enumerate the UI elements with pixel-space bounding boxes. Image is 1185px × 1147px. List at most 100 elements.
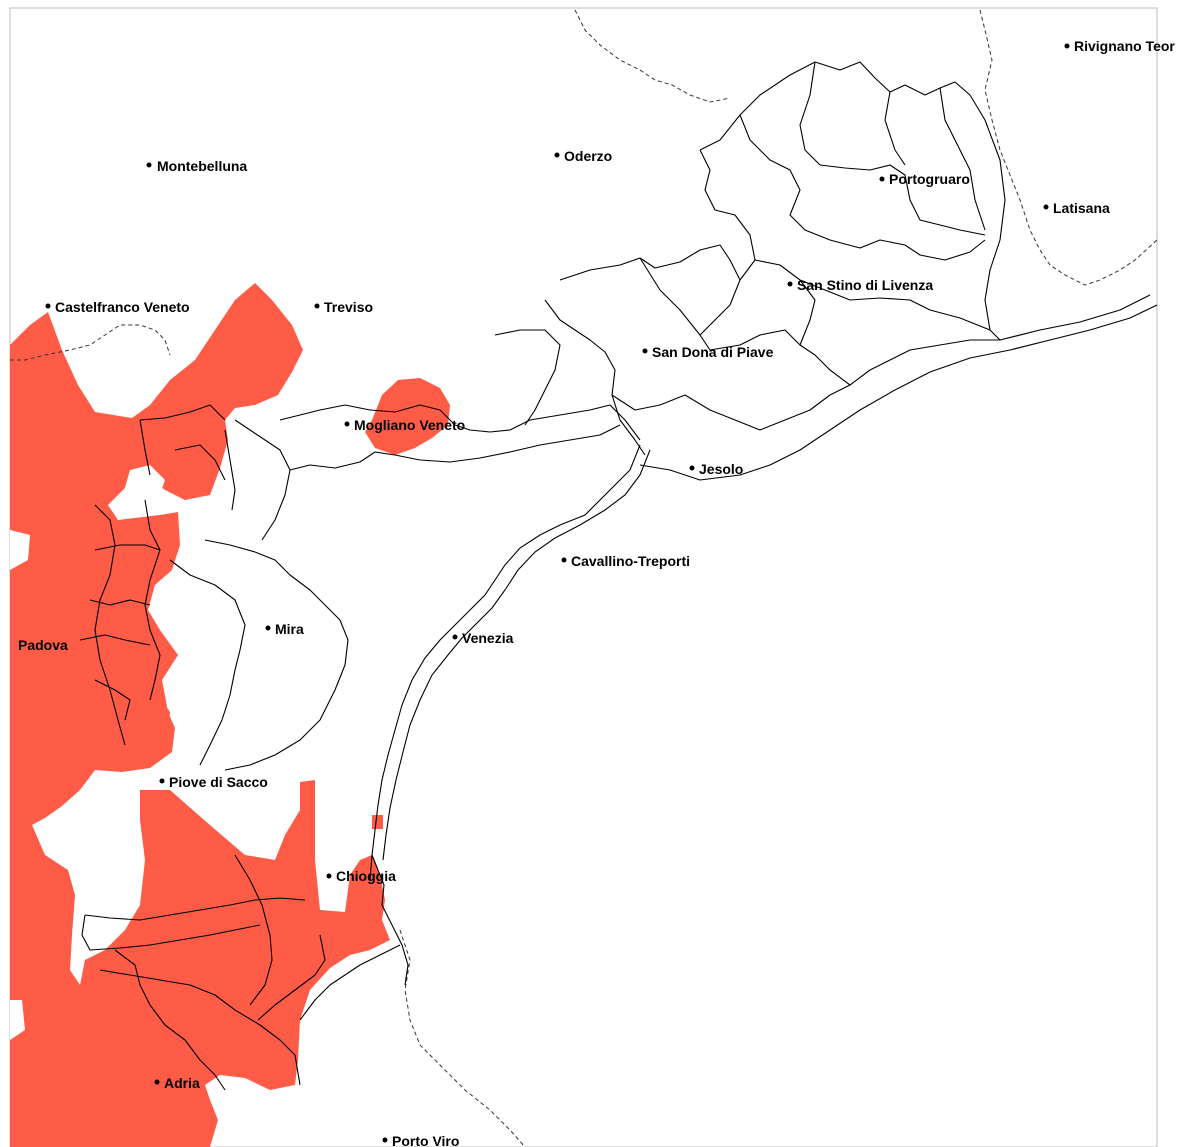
muni-san-dona-2: [544, 299, 646, 456]
coastline: [369, 444, 651, 986]
city-latisana[interactable]: Latisana: [1043, 200, 1111, 216]
city-dot: [159, 778, 165, 784]
border-west: [10, 324, 171, 361]
flood-areas: [10, 283, 450, 1147]
city-castelfranco[interactable]: Castelfranco Veneto: [45, 299, 190, 315]
city-venezia[interactable]: Venezia: [452, 630, 514, 646]
region-border: [10, 9, 1158, 1147]
muni-mira: [204, 539, 349, 771]
city-dot: [146, 162, 152, 168]
city-montebelluna[interactable]: Montebelluna: [146, 158, 248, 174]
border-north: [574, 9, 731, 103]
city-label: Latisana: [1053, 200, 1110, 216]
city-mogliano[interactable]: Mogliano Veneto: [344, 417, 466, 433]
flood-holes: [10, 465, 165, 1040]
city-dot: [314, 303, 320, 309]
city-mira[interactable]: Mira: [265, 621, 305, 637]
city-label: Castelfranco Veneto: [55, 299, 190, 315]
muni-mestre: [289, 424, 621, 471]
muni-mid: [494, 257, 701, 426]
city-dot: [689, 465, 695, 471]
city-portogruaro[interactable]: Portogruaro: [879, 171, 970, 187]
city-label: San Dona di Piave: [652, 344, 774, 360]
muni-mogliano: [279, 404, 641, 441]
city-san-stino[interactable]: San Stino di Livenza: [787, 277, 934, 293]
border-south: [399, 929, 526, 1147]
flood-area-adria-south: [150, 1090, 215, 1147]
flood-hole-adria: [10, 1000, 25, 1040]
muni-portogruaro-area: [699, 61, 1151, 341]
city-dot: [642, 348, 648, 354]
city-dot: [787, 281, 793, 287]
city-dot: [344, 421, 350, 427]
city-porto-viro[interactable]: Porto Viro: [382, 1133, 460, 1147]
city-dot: [561, 557, 567, 563]
coast-chioggia: [371, 854, 409, 986]
muni-west-grid-2: [94, 499, 161, 746]
muni-adria-5: [257, 934, 326, 1021]
city-treviso[interactable]: Treviso: [314, 299, 374, 315]
city-dot: [154, 1079, 160, 1085]
muni-mira-2: [169, 559, 246, 766]
muni-adria: [99, 969, 301, 1086]
muni-lagoon-north: [224, 419, 291, 541]
city-label: Montebelluna: [157, 158, 247, 174]
city-padova[interactable]: Padova: [18, 637, 68, 653]
city-markers: Rivignano Teor Montebelluna Oderzo Porto…: [18, 38, 1175, 1147]
muni-ne-5: [699, 149, 991, 331]
city-oderzo[interactable]: Oderzo: [554, 148, 613, 164]
muni-ne-3: [799, 61, 986, 236]
city-label: Mira: [275, 621, 304, 637]
muni-ne-7: [799, 279, 816, 346]
city-dot: [1064, 43, 1070, 49]
border-northeast: [979, 9, 1158, 286]
coast-cavallino-venezia: [369, 444, 641, 881]
flood-area-west: [10, 283, 390, 1147]
muni-ne-6: [699, 259, 851, 386]
city-dot: [45, 303, 51, 309]
flood-hole-west-edge: [10, 530, 30, 570]
city-label: San Stino di Livenza: [797, 277, 933, 293]
flood-hole-north: [122, 465, 165, 505]
city-chioggia[interactable]: Chioggia: [326, 868, 397, 884]
city-label: Padova: [18, 637, 68, 653]
city-san-dona[interactable]: San Dona di Piave: [642, 344, 774, 360]
flood-area-pellestrina: [372, 815, 383, 829]
city-label: Venezia: [462, 630, 514, 646]
city-label: Adria: [164, 1075, 200, 1091]
municipal-boundaries: [79, 61, 1158, 1091]
muni-jesolo: [611, 339, 1000, 431]
city-label: Portogruaro: [889, 171, 970, 187]
city-dot: [382, 1137, 388, 1143]
city-dot: [1043, 204, 1049, 210]
muni-piove-2: [81, 914, 261, 951]
muni-san-dona: [559, 244, 741, 281]
muni-adria-4: [299, 944, 401, 1021]
city-jesolo[interactable]: Jesolo: [689, 461, 744, 477]
city-label: Oderzo: [564, 148, 612, 164]
city-label: Rivignano Teor: [1074, 38, 1175, 54]
city-label: Cavallino-Treporti: [571, 553, 690, 569]
city-cavallino[interactable]: Cavallino-Treporti: [561, 553, 691, 569]
flood-area-mogliano: [365, 378, 450, 455]
muni-adria-2: [114, 949, 226, 1091]
muni-ne-4: [884, 87, 986, 231]
city-dot: [879, 176, 885, 182]
city-label: Treviso: [324, 299, 373, 315]
city-label: Porto Viro: [392, 1133, 459, 1147]
city-rivignano[interactable]: Rivignano Teor: [1064, 38, 1176, 54]
city-dot: [265, 625, 271, 631]
city-label: Piove di Sacco: [169, 774, 268, 790]
city-dot: [452, 634, 458, 640]
muni-west-grid: [79, 404, 226, 721]
muni-piove: [84, 897, 306, 921]
muni-ne-2: [739, 114, 986, 261]
city-adria[interactable]: Adria: [154, 1075, 201, 1091]
city-dot: [326, 873, 332, 879]
city-label: Jesolo: [699, 461, 743, 477]
city-label: Mogliano Veneto: [354, 417, 465, 433]
muni-coast-ne: [639, 304, 1158, 481]
city-piove-di-sacco[interactable]: Piove di Sacco: [159, 774, 268, 790]
